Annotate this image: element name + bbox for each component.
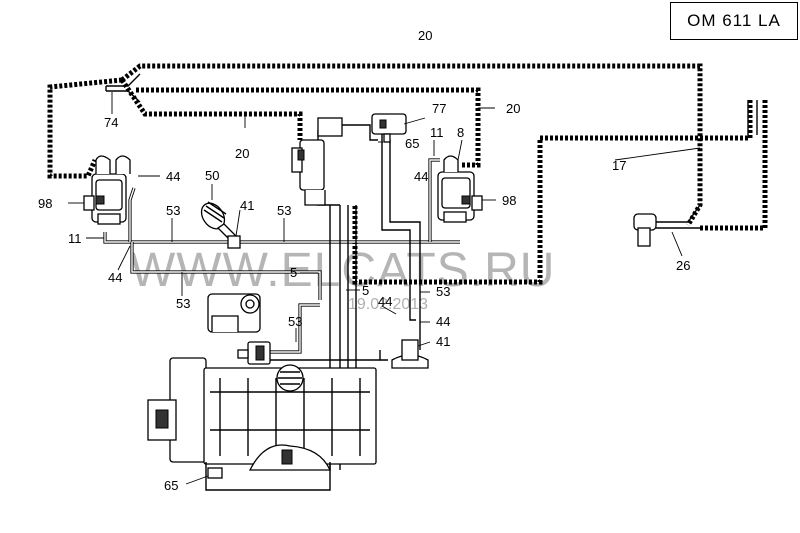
pressure-transducer-98-right: [437, 155, 483, 223]
check-valve-41-upper: [227, 235, 241, 249]
callout-44-center: 44: [378, 294, 392, 309]
callout-44-right: 44: [414, 169, 428, 184]
callout-44-lower-right: 44: [436, 314, 450, 329]
pressure-transducer-98-left: [83, 155, 131, 225]
model-designation-box: OM 611 LA: [670, 2, 798, 40]
switchover-valve-50: [200, 201, 238, 241]
vacuum-reservoir-77: [371, 113, 407, 143]
callout-44-lower-left: 44: [108, 270, 122, 285]
callout-11-right: 11: [430, 125, 444, 140]
callout-50: 50: [205, 168, 219, 183]
engine-block: [147, 357, 377, 491]
callout-65-upper: 65: [405, 136, 419, 151]
callout-41-lower: 41: [436, 334, 450, 349]
callout-20-middle: 20: [235, 146, 249, 161]
callout-20-top: 20: [418, 28, 432, 43]
callout-65-lower: 65: [164, 478, 178, 493]
callout-53-lower-left: 53: [176, 296, 190, 311]
callout-5-right: 5: [362, 283, 369, 298]
callout-20-right: 20: [506, 101, 520, 116]
y-connector-74: [105, 73, 141, 103]
vacuum-unit-41-lower: [391, 339, 429, 369]
callout-53-left: 53: [166, 203, 180, 218]
vacuum-sensor-26: [633, 204, 701, 247]
vacuum-line-53: [103, 158, 460, 354]
model-designation-label: OM 611 LA: [687, 11, 781, 30]
date-stamp: 19.02.2013: [348, 296, 428, 313]
vacuum-hose-20: [47, 63, 703, 227]
callout-53-lower: 53: [288, 314, 302, 329]
callout-8: 8: [457, 125, 464, 140]
egr-actuator: [237, 341, 271, 365]
callout-74: 74: [104, 115, 118, 130]
callout-98-left: 98: [38, 196, 52, 211]
callout-44-left: 44: [166, 169, 180, 184]
callout-53-right: 53: [436, 284, 450, 299]
callout-17: 17: [612, 158, 626, 173]
callout-5-left: 5: [290, 265, 297, 280]
vacuum-hose-17: [352, 100, 768, 285]
callout-11-left: 11: [68, 231, 82, 246]
vacuum-unit-center: [291, 117, 343, 206]
boost-actuator: [207, 293, 261, 333]
leader-lines: [68, 92, 701, 485]
callout-77: 77: [432, 101, 446, 116]
callout-98-right: 98: [502, 193, 516, 208]
callout-26: 26: [676, 258, 690, 273]
callout-41-upper: 41: [240, 198, 254, 213]
callout-53-middle: 53: [277, 203, 291, 218]
